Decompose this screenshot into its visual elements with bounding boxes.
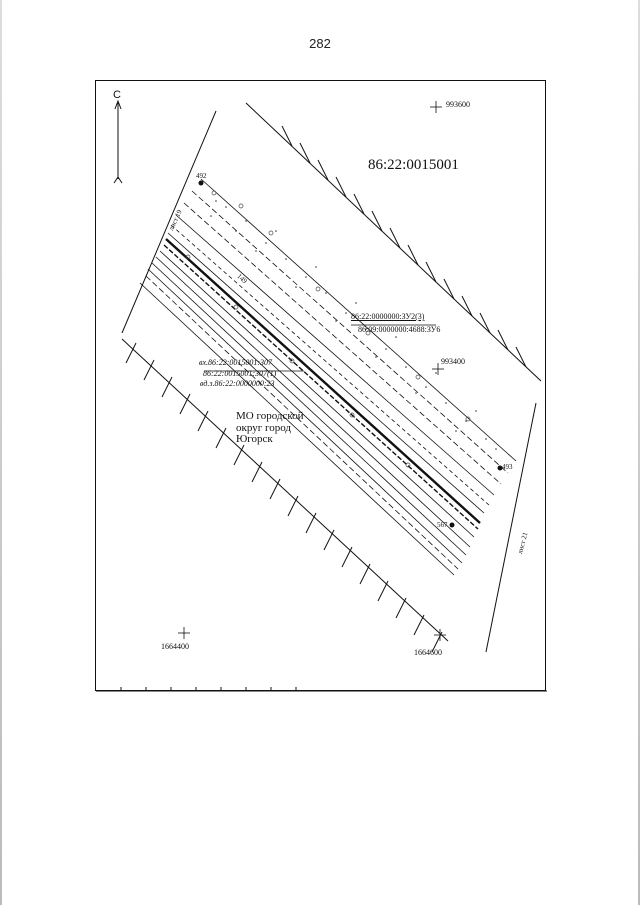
boundary-points	[185, 190, 471, 468]
bottom-ruler	[96, 687, 547, 692]
coord-bottom-left: 1664400	[161, 642, 189, 651]
coord-cross-icon	[178, 101, 446, 641]
parcel-main-label: 86:22:0015001	[368, 157, 459, 173]
map-frame: С 86:22:0015001 993600 993400 1664400 16…	[95, 80, 547, 692]
easement-line-2: 86:22:0015001:307(1)	[203, 369, 277, 378]
north-arrow-icon	[113, 99, 123, 184]
sheet-boundary-left	[121, 110, 217, 334]
corridor-lines	[139, 178, 517, 576]
sheet-boundary-right	[485, 402, 537, 653]
coord-top-right: 993600	[446, 100, 470, 109]
municipality-label: МО городской округ город Югорск	[236, 410, 304, 446]
coord-middle-right: 993400	[441, 357, 465, 366]
point-493-marker	[497, 465, 503, 471]
point-493-label: 493	[502, 463, 513, 471]
coord-bottom-right: 1664600	[414, 648, 442, 657]
cadastral-map	[96, 99, 547, 692]
point-492-marker	[198, 180, 204, 186]
easement-line-3: вд.з.86:22:0000000:23	[200, 379, 275, 388]
grid-edge-upper	[245, 102, 542, 382]
parcel-stipple	[210, 200, 497, 450]
page-number: 282	[309, 36, 331, 51]
point-492-label: 492	[196, 172, 207, 180]
easement-line-1: вх.86:22:0015001:307	[199, 358, 273, 367]
point-567-marker	[449, 522, 455, 528]
point-567-label: 567	[437, 521, 448, 529]
right-page-edge	[638, 0, 640, 905]
parcel-zu-top: 86:22:0000000:ЗУ2(3)	[351, 312, 425, 321]
left-page-edge	[0, 0, 2, 905]
north-label: С	[113, 89, 121, 101]
grid-edge-lower	[121, 338, 449, 653]
parcel-zu-bottom: 86:09:0000000:4688:ЗУ6	[358, 325, 441, 334]
